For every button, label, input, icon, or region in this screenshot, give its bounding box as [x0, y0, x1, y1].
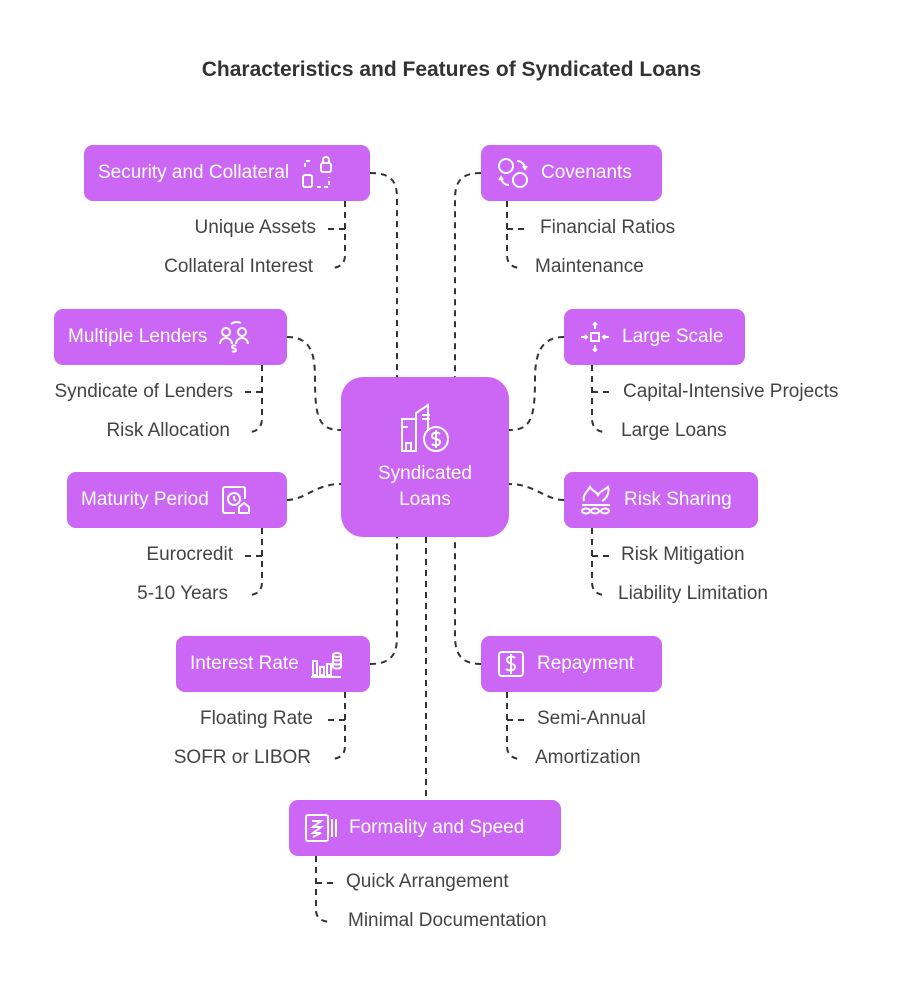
node-label: Large Scale [622, 326, 724, 347]
node-covenants: Covenants [481, 145, 662, 201]
connector-repayment-children [506, 692, 527, 760]
hand-coins-icon [581, 484, 610, 515]
document-speed-icon [305, 814, 337, 842]
leaf-financial-ratios: Financial Ratios [540, 217, 676, 238]
leaf-semi-annual: Semi-Annual [537, 708, 646, 729]
leaf-collateral-interest: Collateral Interest [164, 256, 313, 277]
leaf-floating-rate: Floating Rate [199, 708, 313, 729]
node-large-scale: Large Scale [564, 309, 745, 365]
connector-large-children [591, 365, 612, 433]
node-formality-and-speed: Formality and Speed [289, 800, 561, 856]
calendar-house-icon [221, 486, 250, 514]
connector-interest [369, 537, 398, 665]
dollar-document-icon [498, 651, 524, 677]
node-label: Security and Collateral [98, 162, 290, 183]
leaf-large-loans: Large Loans [621, 420, 727, 441]
connector-lenders-children [242, 365, 263, 433]
node-label: Repayment [537, 653, 635, 674]
node-interest-rate: Interest Rate [176, 636, 370, 692]
connector-risk-children [591, 528, 612, 596]
leaf-sofr-or-libor: SOFR or LIBOR [173, 747, 311, 768]
connector-security [369, 172, 398, 377]
leaf-risk-allocation: Risk Allocation [106, 420, 230, 441]
center-label-line1: Syndicated [377, 463, 472, 484]
leaf-maintenance: Maintenance [535, 256, 644, 277]
node-label: Risk Sharing [624, 489, 732, 510]
leaf-syndicate-of-lenders: Syndicate of Lenders [54, 381, 233, 402]
connector-security-children [325, 201, 346, 269]
buildings-dollar-icon [401, 403, 449, 452]
connector-repayment [454, 537, 482, 665]
connector-maturity-children [242, 528, 263, 596]
lock-collateral-icon [302, 156, 333, 188]
node-repayment: Repayment [481, 636, 662, 692]
leaf-amortization: Amortization [535, 747, 641, 768]
leaf-capital-intensive-projects: Capital-Intensive Projects [623, 381, 839, 402]
people-dollar-icon [219, 321, 250, 353]
node-security-and-collateral: Security and Collateral [84, 145, 370, 201]
leaf-quick-arrangement: Quick Arrangement [346, 871, 509, 892]
node-label: Covenants [541, 162, 632, 183]
leaf-risk-mitigation: Risk Mitigation [621, 544, 745, 565]
node-maturity-period: Maturity Period [67, 472, 287, 528]
node-multiple-lenders: Multiple Lenders [54, 309, 287, 365]
connector-interest-children [325, 692, 346, 760]
connector-lenders [286, 336, 342, 431]
expand-arrows-icon [581, 321, 609, 353]
connector-risk-sharing [508, 483, 565, 501]
connector-large-scale [508, 336, 565, 431]
connector-maturity [286, 483, 342, 501]
node-label: Formality and Speed [349, 817, 525, 838]
currency-exchange-icon [498, 158, 528, 188]
connector-covenants-children [506, 201, 527, 269]
node-label: Multiple Lenders [68, 326, 208, 347]
leaf-liability-limitation: Liability Limitation [618, 583, 768, 604]
diagram-title: Characteristics and Features of Syndicat… [201, 58, 702, 81]
chart-coins-icon [310, 652, 342, 678]
connector-formality-children [315, 856, 336, 923]
center-node: Syndicated Loans [341, 377, 509, 537]
leaf-5-10-years: 5-10 Years [137, 583, 228, 604]
leaf-minimal-documentation: Minimal Documentation [348, 910, 547, 931]
connector-covenants [454, 172, 482, 377]
node-label: Interest Rate [190, 653, 299, 674]
leaf-eurocredit: Eurocredit [146, 544, 233, 565]
node-label: Maturity Period [81, 489, 209, 510]
leaf-unique-assets: Unique Assets [194, 217, 316, 238]
node-risk-sharing: Risk Sharing [564, 472, 758, 528]
center-label-line2: Loans [399, 489, 451, 510]
